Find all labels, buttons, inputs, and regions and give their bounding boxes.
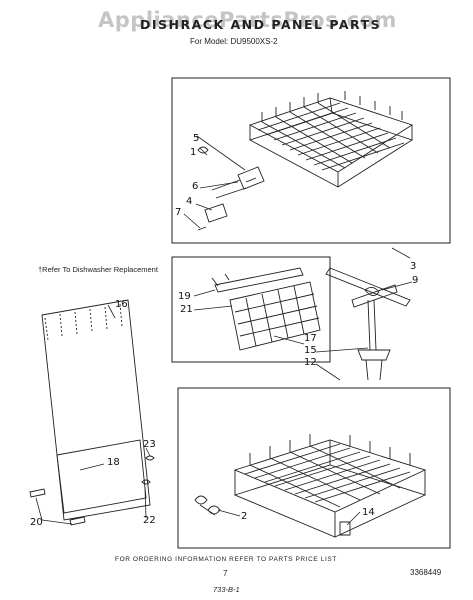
callout-18: 18 [107,457,120,468]
silverware-basket [211,267,321,351]
replacement-note: †Refer To Dishwasher Replacement [38,265,158,274]
callout-4: 4 [186,196,193,207]
upper-dishrack [248,91,414,188]
callout-1: 1 [190,147,197,158]
callout-6: 6 [192,181,199,192]
callout-7: 7 [175,207,182,218]
callout-2: 2 [241,511,248,522]
callout-16: 16 [115,299,128,310]
lower-dishrack [233,434,427,538]
callout-9: 9 [412,275,419,286]
document-number: 3368449 [410,568,442,577]
callout-23: 23 [143,439,156,450]
door-panel [41,299,151,521]
lower-rack-frame [177,387,451,549]
page-number: 7 [223,569,228,578]
panel-screws [29,455,155,526]
callout-20: 20 [30,517,43,528]
callout-22: 22 [143,515,156,526]
revision-code: 733-B-1 [213,585,240,594]
leader-lines [35,135,413,526]
callout-19: 19 [178,291,191,302]
callout-12: 12 [304,357,317,368]
upper-spray-arm [325,267,411,381]
rack-wheel-assembly [194,495,351,536]
watermark: AppliancePartsPros.com [98,8,397,32]
callout-5: 5 [193,133,200,144]
rack-adjuster-parts [197,146,265,231]
basket-frame [171,256,331,363]
callout-14: 14 [362,507,375,518]
model-line: For Model: DU9500XS-2 [190,37,278,46]
upper-rack-frame [171,77,451,244]
callout-3: 3 [410,261,417,272]
callout-17: 17 [304,333,317,344]
callout-15: 15 [304,345,317,356]
callout-21: 21 [180,304,193,315]
ordering-note: FOR ORDERING INFORMATION REFER TO PARTS … [115,556,337,563]
page-title: DISHRACK AND PANEL PARTS [140,17,382,32]
